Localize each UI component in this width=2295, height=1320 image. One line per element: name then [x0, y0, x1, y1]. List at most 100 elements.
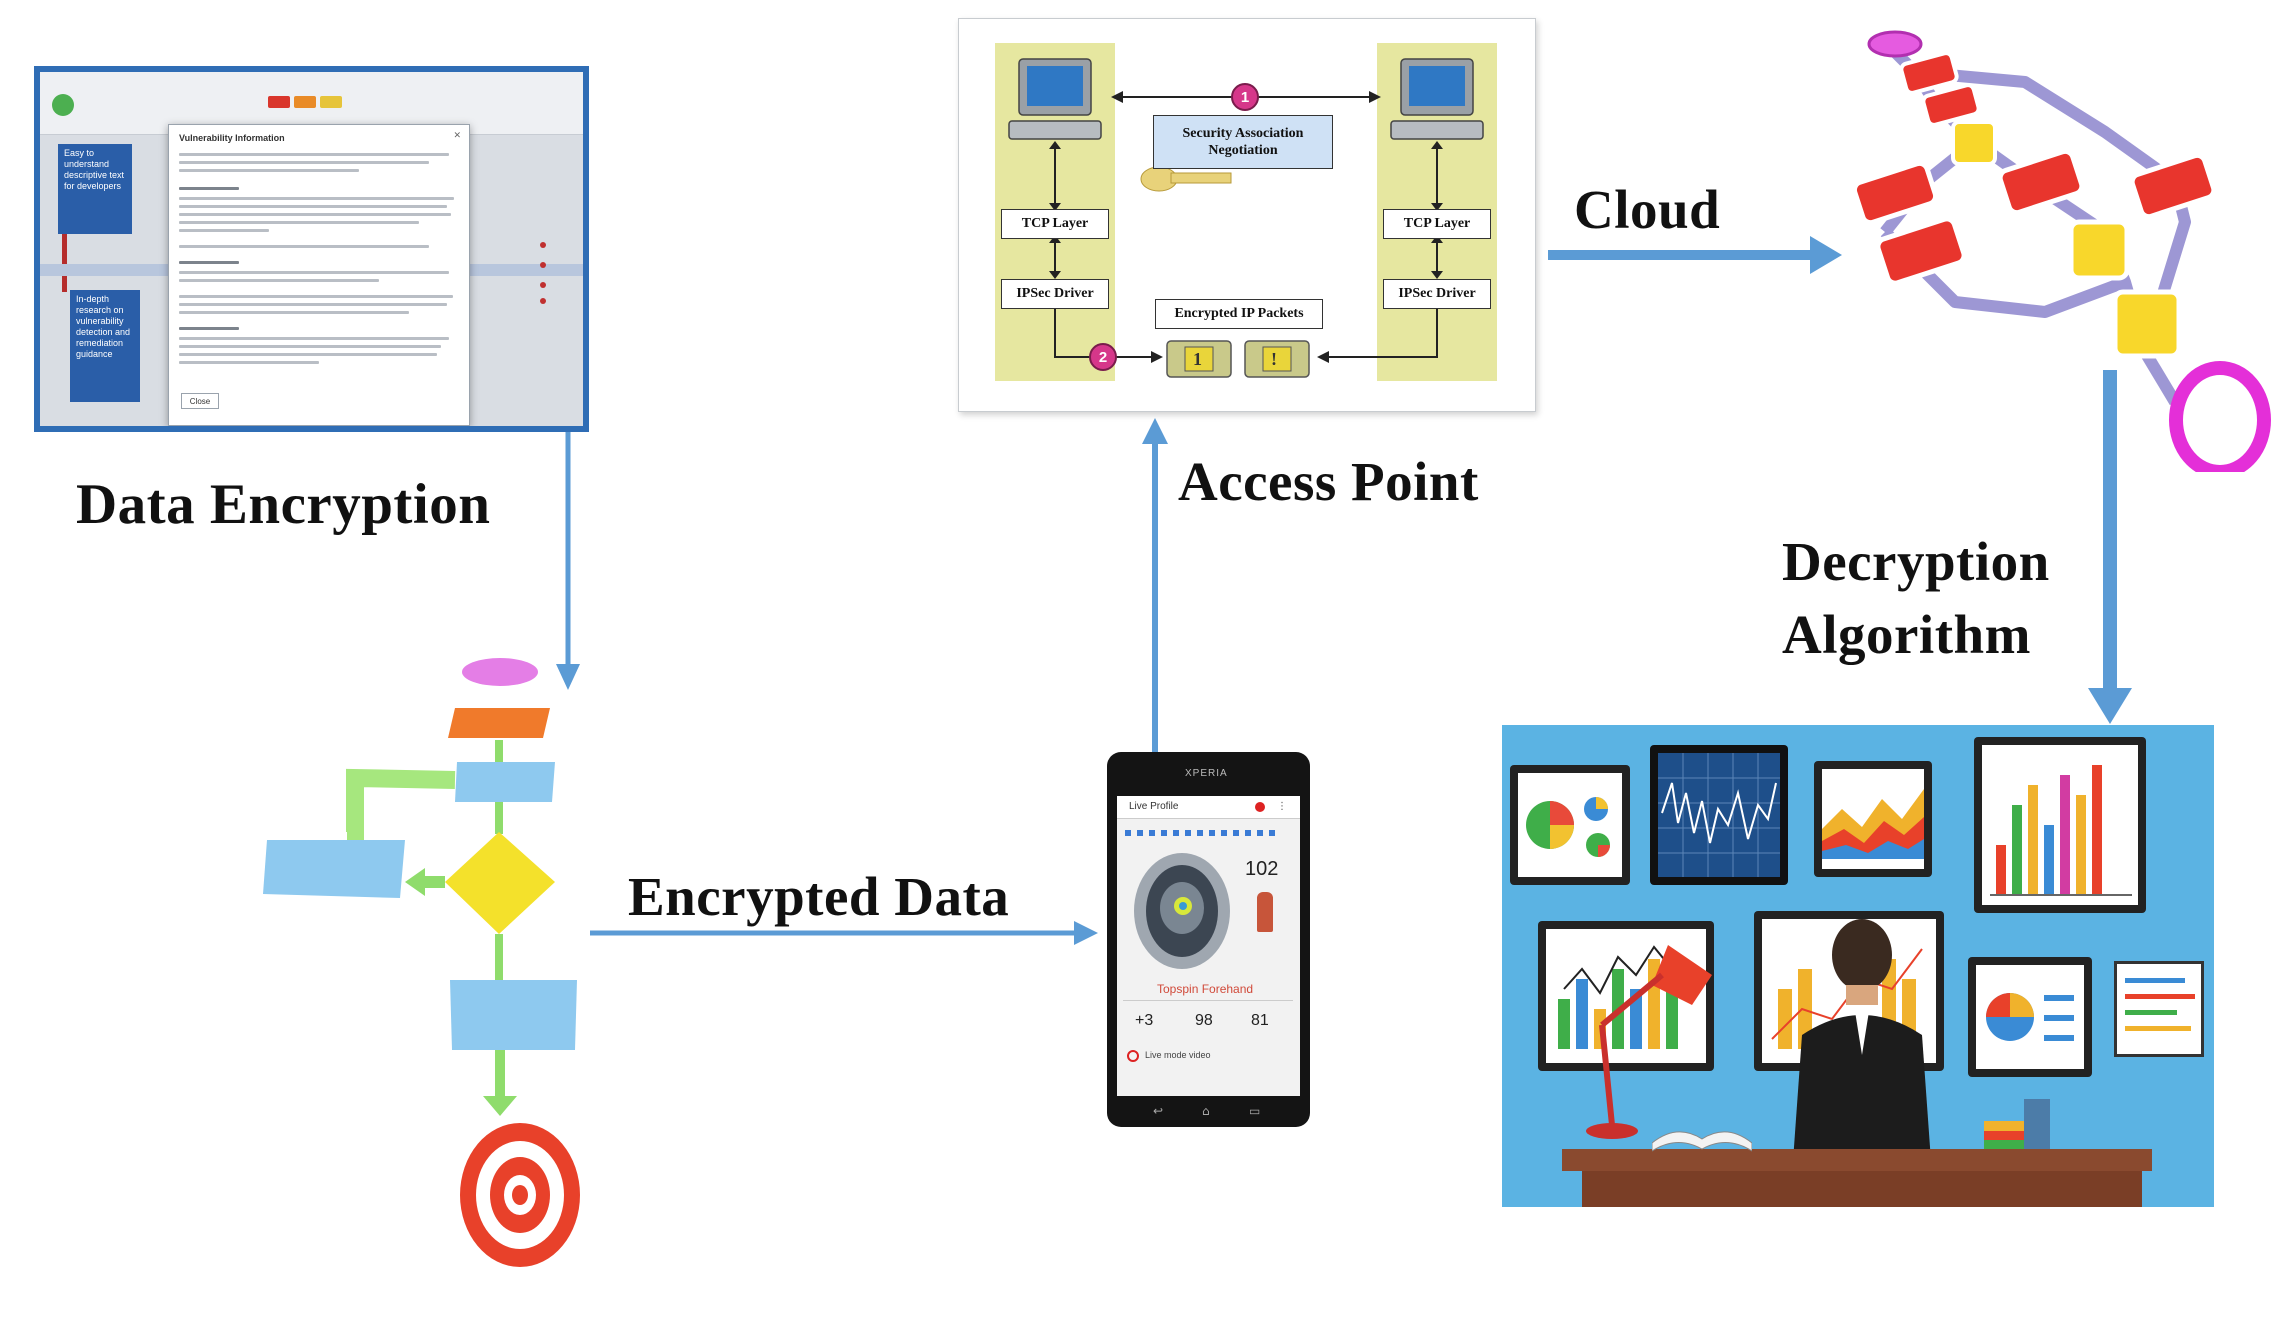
step-1-number: 1 [1240, 88, 1250, 106]
status-dot [540, 242, 546, 248]
arrowhead-encrypted-data [1074, 921, 1098, 945]
smartphone: XPERIA Live Profile ⋮ 102 Topspin Foreha… [1107, 752, 1310, 1127]
book-icon [1652, 1131, 1752, 1152]
text-line [179, 169, 359, 172]
legend-bar [2125, 1026, 2191, 1031]
text-line [179, 337, 449, 340]
phone-brand: XPERIA [1185, 768, 1228, 779]
packet-2-glyph: ! [1271, 349, 1277, 369]
info-callout-bottom: In-depth research on vulnerability detec… [70, 290, 140, 402]
encryption-flowchart [263, 658, 580, 1267]
label-decryption-line1: Decryption [1782, 531, 2050, 592]
nav-home-icon[interactable]: ⌂ [1202, 1104, 1210, 1118]
text-line [179, 229, 269, 232]
menu-icon[interactable]: ⋮ [1277, 801, 1287, 812]
legend-card [2114, 961, 2204, 1057]
packet-1-glyph: 1 [1193, 349, 1202, 369]
text-line [179, 197, 454, 200]
decision-diamond [445, 832, 555, 934]
loop-connector [346, 768, 456, 841]
process-node-blue-1 [455, 762, 555, 802]
phone-screen: Live Profile ⋮ 102 Topspin Forehand +3 9… [1117, 796, 1300, 1096]
dialog-close-icon[interactable]: ✕ [453, 131, 461, 141]
cloud-decision-1 [1951, 120, 1997, 166]
encryption-screenshot: Easy to understand descriptive text for … [34, 66, 589, 432]
tcp-layer-right: TCP Layer [1383, 209, 1491, 239]
line-chart-icon [1658, 753, 1780, 877]
monitor-bar-chart [1974, 737, 2146, 913]
connector [495, 1050, 505, 1098]
monitor-combo-chart [1538, 921, 1714, 1071]
cloud-process-5 [1997, 148, 2085, 216]
stat-3: 81 [1251, 1012, 1269, 1029]
bar-chart-icon [1990, 765, 2132, 896]
process-node-left [263, 840, 405, 898]
person-icon [1792, 919, 1932, 1175]
monitor-area-chart [1814, 761, 1932, 877]
label-access-point: Access Point [1178, 451, 1479, 512]
arrowhead-cloud [1810, 236, 1842, 274]
text-line [179, 153, 449, 156]
severity-badge-low [320, 96, 342, 108]
step-1-badge: 1 [1231, 83, 1259, 111]
pie-legend-icon [1986, 993, 2074, 1041]
monitor-pie-legend [1968, 957, 2092, 1077]
text-line [179, 161, 429, 164]
text-line [179, 295, 453, 298]
nav-back-icon[interactable]: ↩ [1153, 1104, 1164, 1118]
cloud-process-3 [1851, 160, 1939, 226]
ipsec-wiring [1008, 58, 1484, 378]
monitor-pie-charts [1510, 765, 1630, 885]
record-icon[interactable] [1255, 802, 1265, 812]
racket-sensor-graphic [1134, 853, 1230, 969]
dialog-title: Vulnerability Information [179, 133, 285, 143]
dots-row [1125, 830, 1275, 836]
dialog-close-button[interactable]: Close [181, 393, 219, 409]
nav-recent-icon[interactable]: ▭ [1249, 1104, 1261, 1118]
text-line [179, 205, 447, 208]
info-callout-top: Easy to understand descriptive text for … [58, 144, 132, 234]
key-icon [1140, 166, 1232, 192]
arrowhead [483, 1096, 517, 1116]
text-line [179, 353, 437, 356]
status-dot [540, 282, 546, 288]
desk [1562, 1149, 2152, 1171]
footer-label[interactable]: Live mode video [1145, 1050, 1211, 1060]
text-line [179, 327, 239, 330]
process-node-blue-2 [450, 980, 577, 1050]
text-line [179, 311, 409, 314]
video-icon[interactable] [1127, 1050, 1139, 1062]
cloud-flowchart [1851, 30, 2271, 472]
label-encrypted-data: Encrypted Data [628, 866, 1010, 927]
desk-lamp-icon [1586, 945, 1712, 1139]
cloud-process-6 [2129, 152, 2217, 220]
arrowhead-encryption-down [556, 664, 580, 690]
text-line [179, 187, 239, 190]
app-title: Live Profile [1129, 801, 1179, 812]
right-computer-icon [1390, 58, 1484, 140]
monitor-line-chart [1650, 745, 1788, 885]
label-decryption-line2: Algorithm [1782, 604, 2031, 665]
text-line [179, 271, 449, 274]
list-stripe [62, 232, 67, 292]
books-stack-icon [1984, 1121, 2024, 1149]
process-node-orange [448, 708, 550, 738]
analytics-dashboard-scene [1502, 725, 2214, 1207]
app-bar [1117, 796, 1300, 819]
pie-chart-icon [1526, 797, 1610, 857]
text-line [179, 279, 379, 282]
text-line [179, 303, 447, 306]
stroke-name: Topspin Forehand [1157, 982, 1254, 996]
vulnerability-dialog: Vulnerability Information ✕ Close [168, 124, 470, 426]
security-association-box: Security Association Negotiation [1153, 115, 1333, 169]
step-2-badge: 2 [1089, 343, 1117, 371]
stat-2: 98 [1195, 1012, 1213, 1029]
encrypted-packet-1-icon [1166, 340, 1232, 378]
cloud-process-4 [1875, 216, 1967, 286]
text-line [179, 245, 429, 248]
severity-badge-medium [294, 96, 316, 108]
step-2-number: 2 [1098, 348, 1108, 366]
severity-badge-high [268, 96, 290, 108]
cloud-decision-3 [2112, 289, 2182, 359]
